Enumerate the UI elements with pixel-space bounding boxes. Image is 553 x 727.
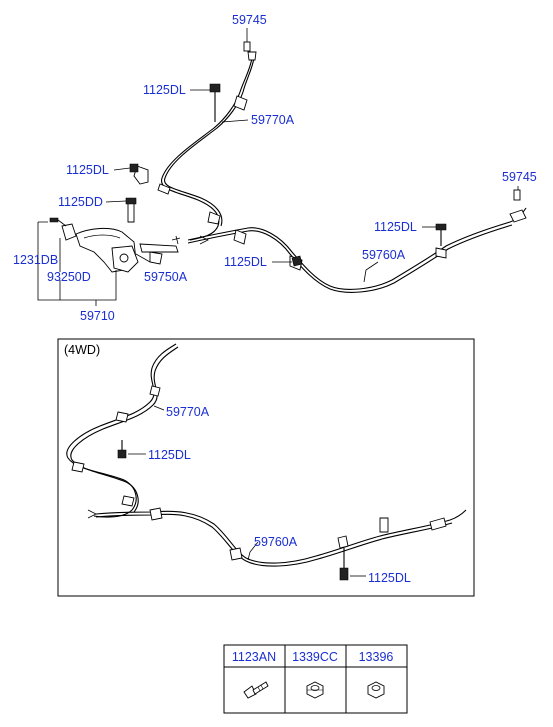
inset-bolt-1125dl-b — [339, 548, 349, 581]
label-1125dl-upper-a: 1125DL — [143, 83, 186, 97]
label-1231db: 1231DB — [13, 253, 58, 267]
bolt-1125dl-top — [209, 83, 221, 122]
label-1125dl-mid: 1125DL — [224, 255, 267, 269]
label-1125dd: 1125DD — [58, 195, 103, 209]
inset-title: (4WD) — [64, 343, 100, 357]
label-59710: 59710 — [80, 309, 115, 323]
cable-59760a — [171, 207, 527, 293]
flange-nut-icon — [306, 681, 324, 699]
clip-top — [243, 41, 251, 52]
bolt-1125dl-mid — [291, 255, 303, 267]
bolt-1125dl-left — [129, 163, 139, 173]
inset-cable-59760a — [87, 507, 467, 567]
bolt-1125dl-right — [435, 223, 447, 246]
label-59770a-4wd: 59770A — [166, 405, 210, 419]
cable-59770a — [133, 51, 257, 241]
inset-bolt-1125dl-a — [117, 440, 127, 459]
inset-4wd — [57, 338, 475, 597]
label-59770a-upper: 59770A — [251, 113, 295, 127]
label-59760a-upper: 59760A — [362, 248, 406, 262]
bolt-icon — [243, 681, 269, 699]
label-59745-top: 59745 — [232, 13, 267, 27]
inset-cable-59770a — [66, 343, 179, 518]
label-1125dl-4wd-a: 1125DL — [148, 448, 191, 462]
upper-assembly — [37, 28, 527, 306]
lever-assembly-59710 — [49, 197, 179, 273]
label-1125dl-4wd-b: 1125DL — [368, 571, 411, 585]
label-1125dl-right: 1125DL — [374, 220, 417, 234]
table-header-1339cc: 1339CC — [292, 650, 338, 664]
parts-table: 1123AN 1339CC 13396 — [223, 644, 408, 714]
label-59760a-4wd: 59760A — [254, 535, 298, 549]
label-59750a: 59750A — [144, 270, 188, 284]
hex-nut-icon — [367, 681, 385, 699]
label-93250d: 93250D — [47, 270, 91, 284]
table-header-13396: 13396 — [359, 650, 394, 664]
table-header-1123an: 1123AN — [232, 650, 276, 664]
label-59745-right: 59745 — [502, 170, 537, 184]
label-1125dl-upper-b: 1125DL — [66, 163, 109, 177]
